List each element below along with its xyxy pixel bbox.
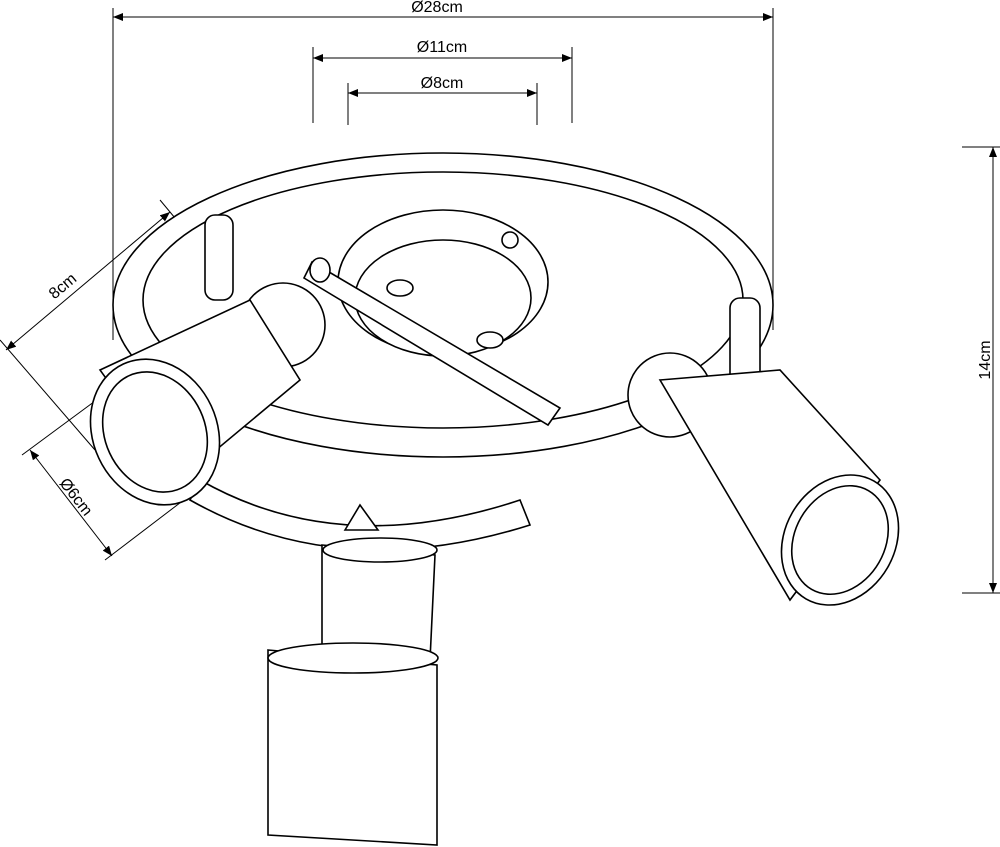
dimension-height: 14cm [962, 146, 1000, 594]
spot-bottom [267, 503, 439, 846]
spot-right [627, 297, 900, 606]
label-spot-length: 8cm [46, 270, 80, 302]
label-canopy-outer: Ø11cm [417, 39, 467, 56]
screw-icon [501, 231, 519, 249]
dimension-canopy-outer: Ø11cm [312, 39, 573, 123]
spot-left [89, 214, 326, 506]
label-overall-diameter: Ø28cm [411, 0, 463, 16]
label-spot-diameter: Ø6cm [56, 475, 96, 519]
spot-arm [188, 257, 562, 551]
dimension-canopy-inner: Ø8cm [347, 75, 538, 125]
label-height: 14cm [977, 340, 994, 379]
label-canopy-inner: Ø8cm [421, 75, 464, 92]
canopy [337, 209, 549, 357]
